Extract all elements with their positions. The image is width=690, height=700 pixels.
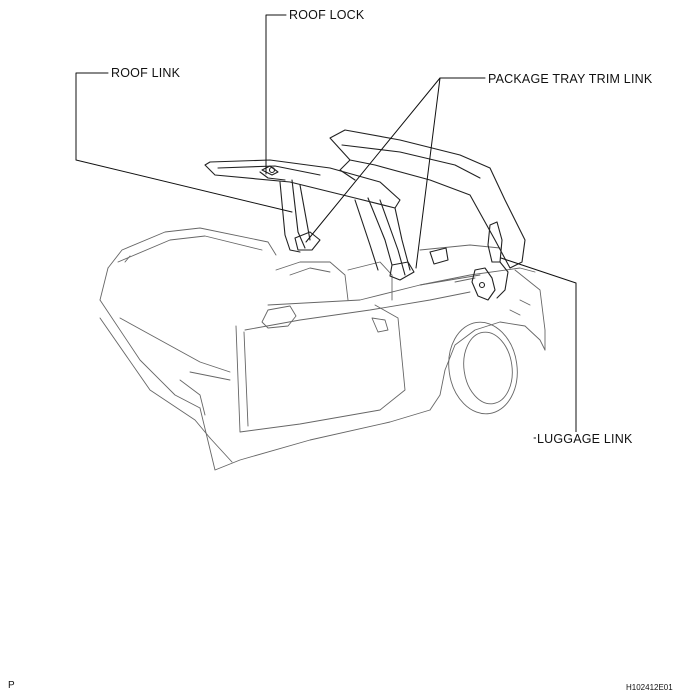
page-marker: P	[8, 680, 15, 691]
roof-panel	[204, 159, 401, 209]
luggage-link-label: LUGGAGE LINK	[536, 432, 634, 446]
package-tray-trim-link-label: PACKAGE TRAY TRIM LINK	[487, 72, 654, 86]
luggage-link-mechanism	[471, 221, 509, 301]
roof-lock-label: ROOF LOCK	[288, 8, 366, 22]
car-body-outline	[99, 227, 546, 471]
figure-code: H102412E01	[626, 683, 673, 692]
roof-link-arms	[279, 179, 411, 276]
roof-lock-mechanism	[261, 165, 279, 176]
roof-link-label: ROOF LINK	[110, 66, 182, 80]
trunk-lid	[329, 129, 526, 269]
package-tray-mechanisms	[294, 231, 449, 281]
